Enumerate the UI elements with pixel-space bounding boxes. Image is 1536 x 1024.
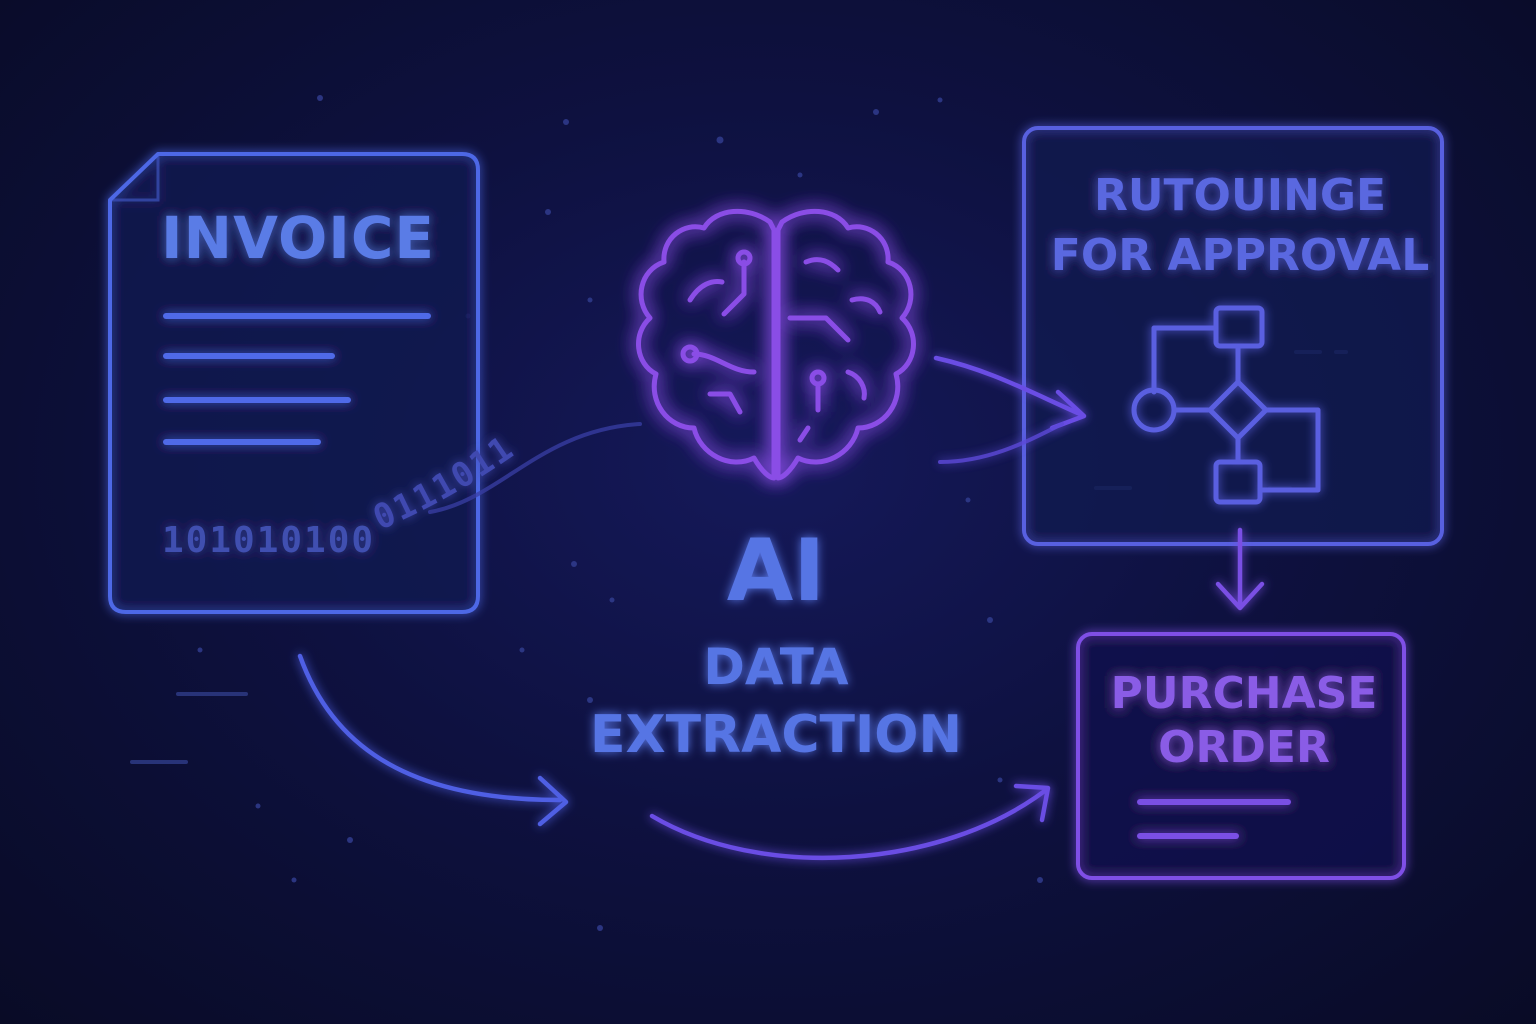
brain-left-circuit <box>687 279 725 303</box>
flowchart-connector <box>1151 325 1219 395</box>
invoice-binary-digits: 101010100 <box>162 520 375 561</box>
purchase-order-box-outline <box>1076 632 1406 880</box>
invoice-document-outline <box>108 152 480 614</box>
brain-right-circuit <box>845 369 867 401</box>
arrow-brain-to-routing-line <box>933 355 1083 417</box>
invoice-document: INVOICE 101010100 <box>108 152 480 614</box>
arrow-to-purchase-order-line <box>649 787 1049 861</box>
flowchart-connector <box>1259 407 1321 493</box>
ai-label-extraction: EXTRACTION <box>590 705 962 765</box>
arrow-routing-to-po-head <box>1215 581 1265 611</box>
flowchart-icon <box>1131 305 1321 505</box>
routing-title-line2: FOR APPROVAL <box>1051 230 1429 281</box>
arrow-invoice-down <box>297 653 569 827</box>
purchase-order-title-line1: PURCHASE <box>1111 668 1378 719</box>
brain-left-circuit <box>691 351 757 375</box>
purchase-order-title-line2: ORDER <box>1158 722 1330 773</box>
brain-right-circuit <box>849 296 883 315</box>
routing-title-line1: RUTOUINGE <box>1094 170 1386 221</box>
brain-icon <box>636 208 916 481</box>
brain-right-hemisphere <box>775 208 916 481</box>
invoice-text-lines <box>163 313 431 445</box>
brain-left-circuit <box>721 259 747 317</box>
connector-invoice-to-brain <box>428 422 642 514</box>
ai-label-data: DATA <box>703 638 849 696</box>
brain-node <box>735 249 753 267</box>
brain-right-circuit <box>803 257 841 273</box>
ai-label-title: AI <box>727 521 826 621</box>
invoice-folded-corner <box>110 154 160 202</box>
arrow-invoice-down-line <box>297 653 563 803</box>
brain-node <box>680 344 700 364</box>
arrow-routing-to-po <box>1215 527 1265 611</box>
invoice-title: INVOICE <box>161 204 435 272</box>
routing-box-outline <box>1022 126 1444 546</box>
arrow-to-purchase-order-head <box>1013 783 1051 823</box>
brain-right-circuit <box>787 315 851 343</box>
brain-right-circuit <box>797 425 811 443</box>
brain-node <box>809 369 827 387</box>
flowchart-bottom-node <box>1213 459 1263 505</box>
routing-box: RUTOUINGE FOR APPROVAL <box>1022 126 1444 546</box>
purchase-order-box: PURCHASE ORDER <box>1076 632 1406 880</box>
brain-left-circuit <box>707 391 743 415</box>
arrow-invoice-down-head <box>537 775 569 827</box>
arrow-to-purchase-order <box>649 783 1051 861</box>
brain-left-hemisphere <box>636 208 777 481</box>
ai-label: AI DATA EXTRACTION <box>590 521 962 765</box>
connector-brain-to-routing-lower <box>938 422 1064 464</box>
